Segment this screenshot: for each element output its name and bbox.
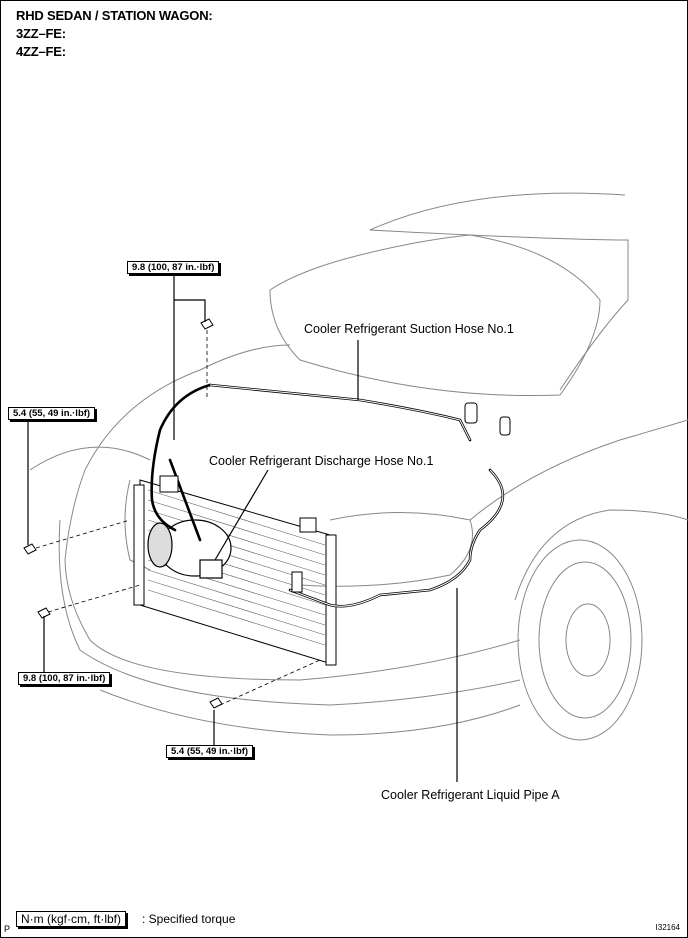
car-wheel-hub [565,603,611,677]
car-bumper [58,519,521,706]
legend-torque-box: N·m (kgf·cm, ft·lbf) [16,911,126,927]
bolt-top-icon [200,318,214,330]
compressor-pulley [147,522,173,568]
fitting-receiver [291,571,303,593]
torque-top: 9.8 (100, 87 in.·lbf) [127,261,220,274]
car-headlight [299,512,473,587]
suction-hose-line [150,383,212,532]
car-mirror [29,446,151,471]
corner-letter: P [4,924,11,934]
car-side-line [469,419,688,521]
torque-left-upper: 5.4 (55, 49 in.·lbf) [8,407,96,420]
header-engine-3zz: 3ZZ–FE: [16,26,66,41]
condenser-outline [139,479,336,666]
fitting-compressor-top [159,475,179,493]
clamp-upper-b [499,416,511,436]
bolt-left-upper-icon [23,543,37,555]
car-hood-outline [269,234,601,397]
discharge-hose-line [168,458,202,542]
clamp-upper-a [464,402,478,424]
car-fender-left [64,469,521,681]
fitting-condenser-top [299,517,317,533]
car-bumper-lower [99,689,521,736]
figure-id: I32164 [655,923,680,932]
bolt-bottom-icon [209,697,223,709]
bolt-path-left-upper [35,519,131,549]
label-suction-hose: Cooler Refrigerant Suction Hose No.1 [304,322,514,336]
legend-text: : Specified torque [142,912,236,926]
header-engine-4zz: 4ZZ–FE: [16,44,66,59]
bolt-path-bottom [219,659,321,706]
car-hood-front [84,344,291,471]
car-windshield [369,229,629,391]
car-grille-lower [124,479,151,571]
car-roof-line [369,192,626,231]
bolt-left-lower-icon [37,607,51,619]
condenser-side-tank-right [325,534,337,666]
car-wheel-outer [517,539,643,741]
leader-top-torque [173,272,206,440]
header-model-line: RHD SEDAN / STATION WAGON: [16,8,213,23]
car-wheel-inner [538,561,632,719]
torque-left-lower: 9.8 (100, 87 in.·lbf) [18,672,111,685]
leader-discharge [214,469,269,561]
label-discharge-hose: Cooler Refrigerant Discharge Hose No.1 [209,454,434,468]
label-liquid-pipe: Cooler Refrigerant Liquid Pipe A [381,788,560,802]
torque-bottom: 5.4 (55, 49 in.·lbf) [166,745,254,758]
suction-pipe-line [208,383,472,442]
compressor-bracket [199,559,223,579]
car-wheel-arch [514,509,688,601]
condenser-side-tank-left [133,484,145,606]
bolt-path-left-lower [47,584,141,613]
